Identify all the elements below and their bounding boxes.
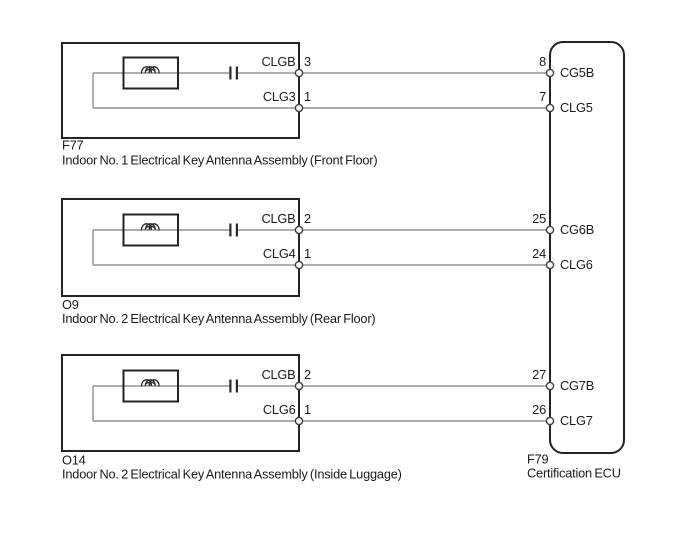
- ecu-pin-number: 25: [532, 211, 546, 226]
- ecu-pin-label: CG5B: [560, 65, 594, 80]
- connector-code: O9: [62, 297, 79, 312]
- pin-label: CLGB: [261, 54, 295, 69]
- ecu-pin-number: 27: [532, 367, 546, 382]
- connector-description: Indoor No. 2 Electrical Key Antenna Asse…: [62, 467, 402, 482]
- connection-nodes: [294, 68, 555, 426]
- ecu-pin-node: [545, 103, 555, 113]
- connector-pin-node: [294, 381, 304, 391]
- capacitor-icon: [229, 223, 232, 237]
- connector-code: F77: [62, 138, 84, 153]
- ecu-pin-label: CLG5: [560, 100, 593, 115]
- connector-code: O14: [62, 453, 86, 468]
- coil-box: [122, 369, 179, 403]
- inductor-icon: [140, 379, 160, 387]
- ecu-pin-node: [545, 68, 555, 78]
- pin-number: 1: [304, 402, 311, 417]
- inductor-icon: [140, 223, 160, 231]
- ecu-pin-number: 7: [539, 89, 546, 104]
- ecu-code: F79: [527, 452, 549, 467]
- capacitor-icon: [229, 66, 232, 80]
- connector-pin-node: [294, 260, 304, 270]
- inductor-icon: [140, 66, 160, 74]
- connector-pin-node: [294, 225, 304, 235]
- ecu-description: Certification ECU: [527, 466, 621, 481]
- pin-number: 2: [304, 367, 311, 382]
- ecu-outline: [549, 41, 625, 454]
- pin-number: 2: [304, 211, 311, 226]
- coil-box: [122, 56, 179, 90]
- block-outline: [61, 198, 300, 297]
- capacitor-icon: [235, 66, 238, 80]
- connector-pin-node: [294, 103, 304, 113]
- antenna-block-1: CLGB 3 CLG3 1 F77 Indoor No. 1 Electrica…: [61, 42, 378, 168]
- pin-label: CLGB: [261, 211, 295, 226]
- capacitor-icon: [235, 379, 238, 393]
- pin-number: 3: [304, 54, 311, 69]
- ecu-pin-label: CG7B: [560, 378, 594, 393]
- harness-wires: [299, 72, 550, 422]
- antenna-block-2: CLGB 2 CLG4 1 O9 Indoor No. 2 Electrical…: [61, 198, 376, 326]
- pin-number: 1: [304, 246, 311, 261]
- connector-pin-node: [294, 68, 304, 78]
- connector-pin-node: [294, 416, 304, 426]
- ecu-pin-number: 26: [532, 402, 546, 417]
- ecu-pin-label: CLG6: [560, 257, 593, 272]
- connector-description: Indoor No. 1 Electrical Key Antenna Asse…: [62, 153, 377, 168]
- pin-label: CLG3: [263, 89, 296, 104]
- ecu-pin-node: [545, 260, 555, 270]
- block-outline: [61, 354, 300, 452]
- ecu-pin-node: [545, 416, 555, 426]
- connector-description: Indoor No. 2 Electrical Key Antenna Asse…: [62, 311, 375, 326]
- block-outline: [61, 42, 300, 139]
- ecu-pin-label: CLG7: [560, 413, 593, 428]
- ecu-pin-node: [545, 381, 555, 391]
- antenna-block-3: CLGB 2 CLG6 1 O14 Indoor No. 2 Electrica…: [61, 354, 402, 482]
- ecu-pin-number: 8: [539, 54, 546, 69]
- pin-label: CLG6: [263, 402, 296, 417]
- coil-box: [122, 213, 179, 247]
- pin-label: CLGB: [261, 367, 295, 382]
- pin-label: CLG4: [263, 246, 296, 261]
- capacitor-icon: [229, 379, 232, 393]
- ecu-pin-node: [545, 225, 555, 235]
- ecu-pin-number: 24: [532, 246, 546, 261]
- pin-number: 1: [304, 89, 311, 104]
- ecu-pin-label: CG6B: [560, 222, 594, 237]
- ecu-block: 8 CG5B 7 CLG5 25 CG6B 24 CLG6 27 CG7B 26…: [527, 41, 625, 481]
- capacitor-icon: [235, 223, 238, 237]
